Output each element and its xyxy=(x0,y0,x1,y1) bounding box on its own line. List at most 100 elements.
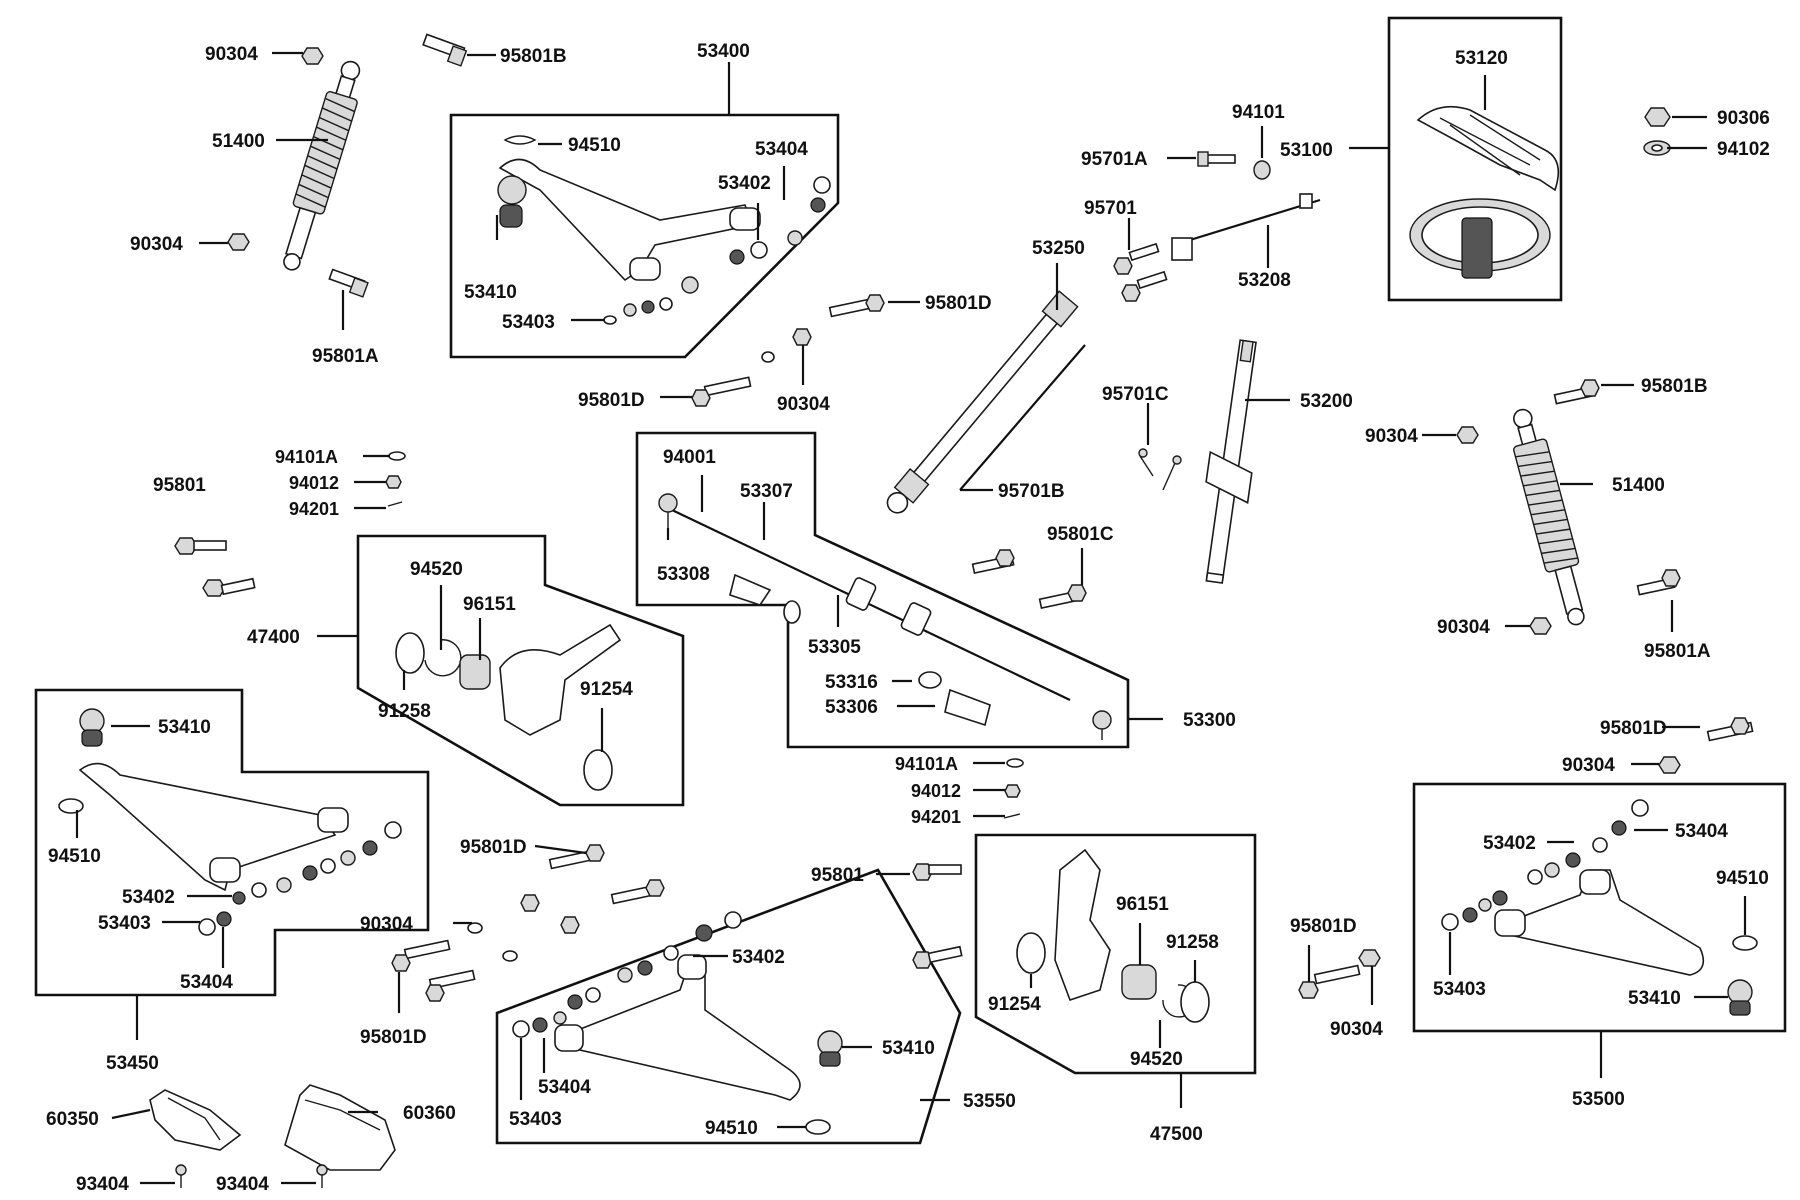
label-95801D-d: 95801D xyxy=(360,1027,427,1048)
label-53410-a: 53410 xyxy=(464,282,517,303)
label-95701A: 95701A xyxy=(1081,149,1148,170)
bolts-95801D-mid-left xyxy=(391,844,665,1002)
label-91258-left: 91258 xyxy=(378,701,431,722)
label-90304-right-top: 90304 xyxy=(1365,426,1418,447)
label-53403-d: 53403 xyxy=(1433,979,1486,1000)
guard-60360 xyxy=(284,1084,396,1171)
label-93404-b: 93404 xyxy=(216,1174,269,1195)
screw-93404-left xyxy=(175,1164,187,1188)
group-box-47400 xyxy=(356,534,685,807)
label-95801C: 95801C xyxy=(1047,524,1114,545)
nut-90304-left xyxy=(227,233,250,251)
label-53200: 53200 xyxy=(1300,391,1353,412)
label-95801D-c: 95801D xyxy=(460,837,527,858)
label-94510-d: 94510 xyxy=(1716,868,1769,889)
steering-rack-53300 xyxy=(658,493,1112,740)
label-53402-a: 53402 xyxy=(718,173,771,194)
label-94510-a: 94510 xyxy=(568,135,621,156)
label-51400-left: 51400 xyxy=(212,131,265,152)
label-95801D-f: 95801D xyxy=(1600,718,1667,739)
label-94102: 94102 xyxy=(1717,139,1770,160)
a-arm-53450 xyxy=(58,708,349,892)
label-95701C: 95701C xyxy=(1102,384,1169,405)
label-94520-mid: 94520 xyxy=(1130,1049,1183,1070)
label-95701B: 95701B xyxy=(998,481,1065,502)
a-arm-53400-bushings xyxy=(603,176,831,325)
label-53402-b: 53402 xyxy=(122,887,175,908)
steering-post-53200 xyxy=(1205,339,1257,584)
bolt-95801A-right xyxy=(1636,569,1681,596)
label-90304-left: 90304 xyxy=(130,234,183,255)
label-94201-left: 94201 xyxy=(289,499,339,519)
label-53404-b: 53404 xyxy=(180,972,233,993)
steering-wheel-53100 xyxy=(1409,105,1560,279)
label-53250: 53250 xyxy=(1032,238,1085,259)
a-arm-53400 xyxy=(497,135,761,282)
bolt-95801D-top xyxy=(828,294,885,318)
label-51400-right: 51400 xyxy=(1612,475,1665,496)
label-53308: 53308 xyxy=(657,564,710,585)
washer-94102 xyxy=(1643,140,1671,156)
steering-shaft-53208 xyxy=(1171,193,1321,261)
bolt-95801A-left xyxy=(328,268,369,298)
label-53404-c: 53404 xyxy=(538,1077,591,1098)
steering-joint-53250 xyxy=(886,290,1079,514)
label-53410-d: 53410 xyxy=(1628,988,1681,1009)
label-53403-a: 53403 xyxy=(502,312,555,333)
a-arm-53500 xyxy=(1494,869,1758,1016)
label-90304-right-bottom: 90304 xyxy=(1437,617,1490,638)
label-94012-left: 94012 xyxy=(289,473,339,493)
label-53305: 53305 xyxy=(808,637,861,658)
bolt-95701A xyxy=(1197,151,1236,167)
label-53450: 53450 xyxy=(106,1053,159,1074)
group-box-53100 xyxy=(1387,16,1563,302)
nut-90304-right-mid xyxy=(1658,756,1681,774)
label-95801-mid: 95801 xyxy=(811,865,864,886)
shock-absorber-right xyxy=(1513,408,1585,626)
label-53402-c: 53402 xyxy=(732,947,785,968)
label-53208: 53208 xyxy=(1238,270,1291,291)
label-95801B-right: 95801B xyxy=(1641,376,1708,397)
bolt-95801B-top xyxy=(422,33,468,67)
group-box-53550 xyxy=(495,868,962,1145)
label-60350: 60350 xyxy=(46,1109,99,1130)
label-90304-f: 90304 xyxy=(1562,755,1615,776)
nut-90304-top-left xyxy=(301,47,324,65)
a-arm-53500-bushings xyxy=(1441,799,1649,931)
label-90304-top-left: 90304 xyxy=(205,44,258,65)
label-95801D-a: 95801D xyxy=(925,293,992,314)
a-arm-53550 xyxy=(554,954,843,1135)
group-box-53500 xyxy=(1412,782,1787,1033)
bolts-95701 xyxy=(1113,242,1168,302)
small-hardware-mid xyxy=(1003,758,1024,819)
knuckle-47400 xyxy=(395,623,622,791)
label-53316: 53316 xyxy=(825,672,878,693)
nut-90306 xyxy=(1644,107,1671,127)
bolt-95801B-right xyxy=(1553,379,1600,405)
label-94101A-mid: 94101A xyxy=(895,754,958,774)
label-90304-d: 90304 xyxy=(360,914,413,935)
label-94101: 94101 xyxy=(1232,102,1285,123)
label-53404-a: 53404 xyxy=(755,139,808,160)
label-91258-mid: 91258 xyxy=(1166,932,1219,953)
nut-90304-right-top xyxy=(1456,426,1479,444)
washer-94101 xyxy=(1253,160,1271,180)
label-53410-c: 53410 xyxy=(882,1038,935,1059)
a-arm-53450-bushings xyxy=(198,821,402,936)
shock-absorber-left xyxy=(283,60,361,271)
bolts-95701C xyxy=(1138,448,1182,491)
label-53403-b: 53403 xyxy=(98,913,151,934)
label-91254-mid: 91254 xyxy=(988,994,1041,1015)
label-93404-a: 93404 xyxy=(76,1174,129,1195)
part-number-labels: 90304 95801B 51400 90304 95801A 53400 94… xyxy=(46,41,1770,1195)
label-53550: 53550 xyxy=(963,1091,1016,1112)
label-94012-mid: 94012 xyxy=(911,781,961,801)
bolt-95801D-right xyxy=(1706,717,1754,742)
label-94510-b: 94510 xyxy=(48,846,101,867)
label-53300: 53300 xyxy=(1183,710,1236,731)
label-96151-left: 96151 xyxy=(463,594,516,615)
label-53403-c: 53403 xyxy=(509,1109,562,1130)
guard-60350 xyxy=(149,1089,242,1151)
label-53500: 53500 xyxy=(1572,1089,1625,1110)
bolts-95801C xyxy=(971,549,1087,609)
